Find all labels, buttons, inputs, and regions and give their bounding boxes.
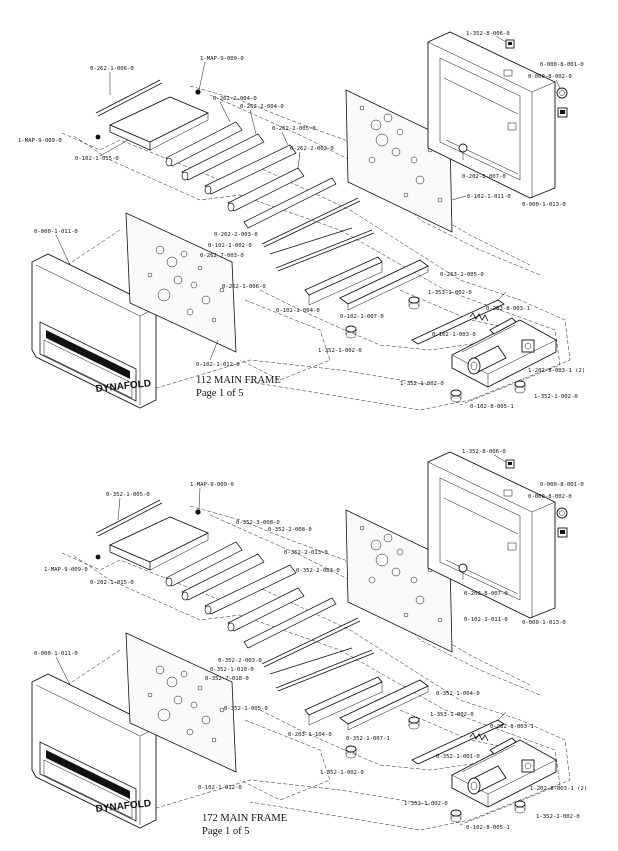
label-guard: 0-102-1-015-0 <box>75 156 119 162</box>
label-screw-b: 1-MAP-9-009-0 <box>44 567 88 573</box>
label-knob-b: 0-000-8-002-0 <box>528 494 572 500</box>
label-foot-a: 1-353-1-002-0 <box>430 712 474 718</box>
label-spring: 0-282-8-003-1 <box>490 724 534 730</box>
label-screw-a: 1-MAP-9-009-0 <box>190 482 234 488</box>
label-spring: 0-282-8-003-1 <box>486 306 530 312</box>
label-frame: 0-000-1-013-0 <box>522 620 566 626</box>
label-guard: 0-202-1-015-0 <box>90 580 134 586</box>
label-rod-top: 0-262-1-006-0 <box>90 66 134 72</box>
label-rod-g: 0-262-7-003-0 <box>200 253 244 259</box>
label-switch-top: 1-352-8-006-0 <box>462 449 506 455</box>
label-rod-g: 0-352-7-018-0 <box>205 676 249 682</box>
label-foot-b: 1-352-1-002-0 <box>320 770 364 776</box>
label-motor: 1-202-8-003-1 (2) <box>530 786 587 792</box>
label-roller-c: 0-262-2-005-0 <box>272 126 316 132</box>
label-left-plate: 0-102-1-012-0 <box>196 362 240 368</box>
label-foot-c: 1-352-1-002-0 <box>404 801 448 807</box>
caption-title-lower: 172 MAIN FRAME <box>202 813 287 824</box>
label-left-plate: 0-102-1-012-0 <box>198 785 242 791</box>
label-motor: 1-202-8-003-1 (2) <box>528 368 585 374</box>
label-roller-a: 0-352-3-008-0 <box>236 520 280 526</box>
label-rod-top: 0-352-1-005-0 <box>106 492 150 498</box>
label-rod-h: 0-262-1-006-0 <box>222 284 266 290</box>
label-roller-d: 0-262-2-002-0 <box>290 146 334 152</box>
label-frame: 0-000-1-013-0 <box>522 202 566 208</box>
label-screw-b: 1-MAP-9-009-0 <box>18 138 62 144</box>
label-foot-d: 1-352-1-002-0 <box>536 814 580 820</box>
label-foot-b: 1-352-1-002-0 <box>318 348 362 354</box>
label-bar-k: 0-263-1-005-0 <box>440 272 484 278</box>
caption-page-lower: Page 1 of 5 <box>202 826 250 837</box>
label-bar-j: 0-352-1-007-1 <box>346 736 390 742</box>
label-cover: 0-000-1-011-0 <box>34 651 78 657</box>
label-roller-c: 0-352-2-013-0 <box>284 550 328 556</box>
label-bracket: 0-102-1-003-0 <box>432 332 476 338</box>
label-bar-k: 0-352-1-004-0 <box>436 691 480 697</box>
labels-lower: 0-352-1-005-0 1-MAP-9-009-0 0-352-3-008-… <box>34 449 587 831</box>
labels-upper: 0-262-1-006-0 1-MAP-9-009-0 0-262-2-004-… <box>18 31 585 410</box>
label-cover: 0-000-1-011-0 <box>34 229 78 235</box>
label-knob-b: 0-000-8-002-0 <box>528 74 572 80</box>
label-bracket: 0-352-1-001-0 <box>436 754 480 760</box>
label-bar-i: 0-102-1-004-0 <box>276 308 320 314</box>
label-screw-a: 1-MAP-9-009-0 <box>200 56 244 62</box>
label-foot-c: 1-352-1-002-0 <box>400 381 444 387</box>
label-rod-h: 0-352-1-005-0 <box>224 706 268 712</box>
caption-title-upper: 112 MAIN FRAME <box>196 375 281 386</box>
label-rod-e: 0-262-2-003-0 <box>214 232 258 238</box>
label-nut: 0-202-8-007-0 <box>462 174 506 180</box>
label-nut: 0-202-8-007-0 <box>464 591 508 597</box>
label-switch-top: 1-352-8-006-0 <box>466 31 510 37</box>
label-right-plate: 0-102-1-011-0 <box>464 617 508 623</box>
label-knob-a: 0-000-8-001-0 <box>540 482 584 488</box>
label-rod-f: 0-102-1-002-0 <box>208 243 252 249</box>
label-knob-a: 0-000-8-001-0 <box>540 62 584 68</box>
label-foot-d: 1-352-1-002-0 <box>534 394 578 400</box>
label-base: 0-102-8-005-1 <box>466 825 510 831</box>
label-rod-e: 0-352-2-003-0 <box>218 658 262 664</box>
label-roller-b: 0-262-2-004-0 <box>240 104 284 110</box>
caption-page-upper: Page 1 of 5 <box>196 388 244 399</box>
label-base: 0-102-8-005-1 <box>470 404 514 410</box>
label-foot-a: 1-353-1-002-0 <box>428 290 472 296</box>
label-roller-d: 0-352-2-003-0 <box>296 568 340 574</box>
label-right-plate: 0-102-1-011-0 <box>467 194 511 200</box>
label-bar-j: 0-102-1-007-0 <box>340 314 384 320</box>
label-roller-a: 0-262-2-004-0 <box>213 96 257 102</box>
diagram-lower: DYNAFOLD 172 MAIN FRAME Page 1 of 5 0-35… <box>31 449 587 837</box>
label-bar-i: 0-203-1-104-0 <box>288 732 332 738</box>
label-rod-f: 0-352-1-010-0 <box>210 667 254 673</box>
label-roller-b: 0-352-2-008-0 <box>268 527 312 533</box>
diagram-upper: DYNAFOLD 112 MAIN FRAME Page 1 of 5 0-26… <box>18 31 585 411</box>
